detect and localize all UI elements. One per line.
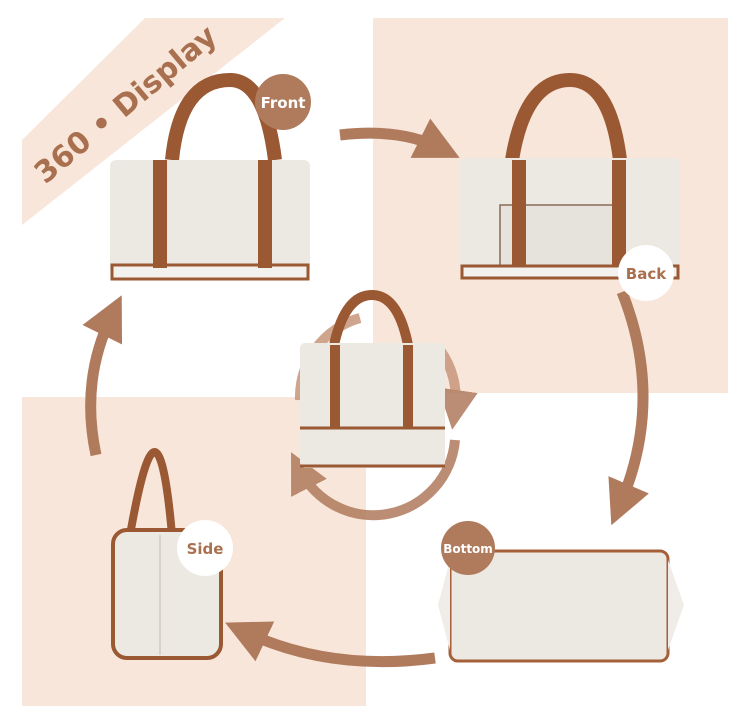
arrow-back-to-bottom (608, 289, 649, 526)
label-front-text: Front (261, 94, 306, 112)
label-bottom-text: Bottom (443, 542, 493, 556)
label-back-text: Back (626, 265, 667, 283)
label-bottom: Bottom (441, 521, 495, 575)
bag-bottom-image (438, 549, 684, 663)
arrow-side-to-front (82, 295, 123, 457)
bag-front-image (110, 72, 310, 281)
label-front: Front (255, 74, 311, 130)
label-back: Back (618, 245, 674, 301)
arrow-bottom-to-side (225, 621, 436, 668)
label-side: Side (177, 520, 233, 576)
bag-center-image (300, 289, 445, 468)
arrow-front-to-back (339, 118, 460, 158)
label-side-text: Side (187, 540, 224, 558)
bag-back-image (460, 72, 680, 280)
